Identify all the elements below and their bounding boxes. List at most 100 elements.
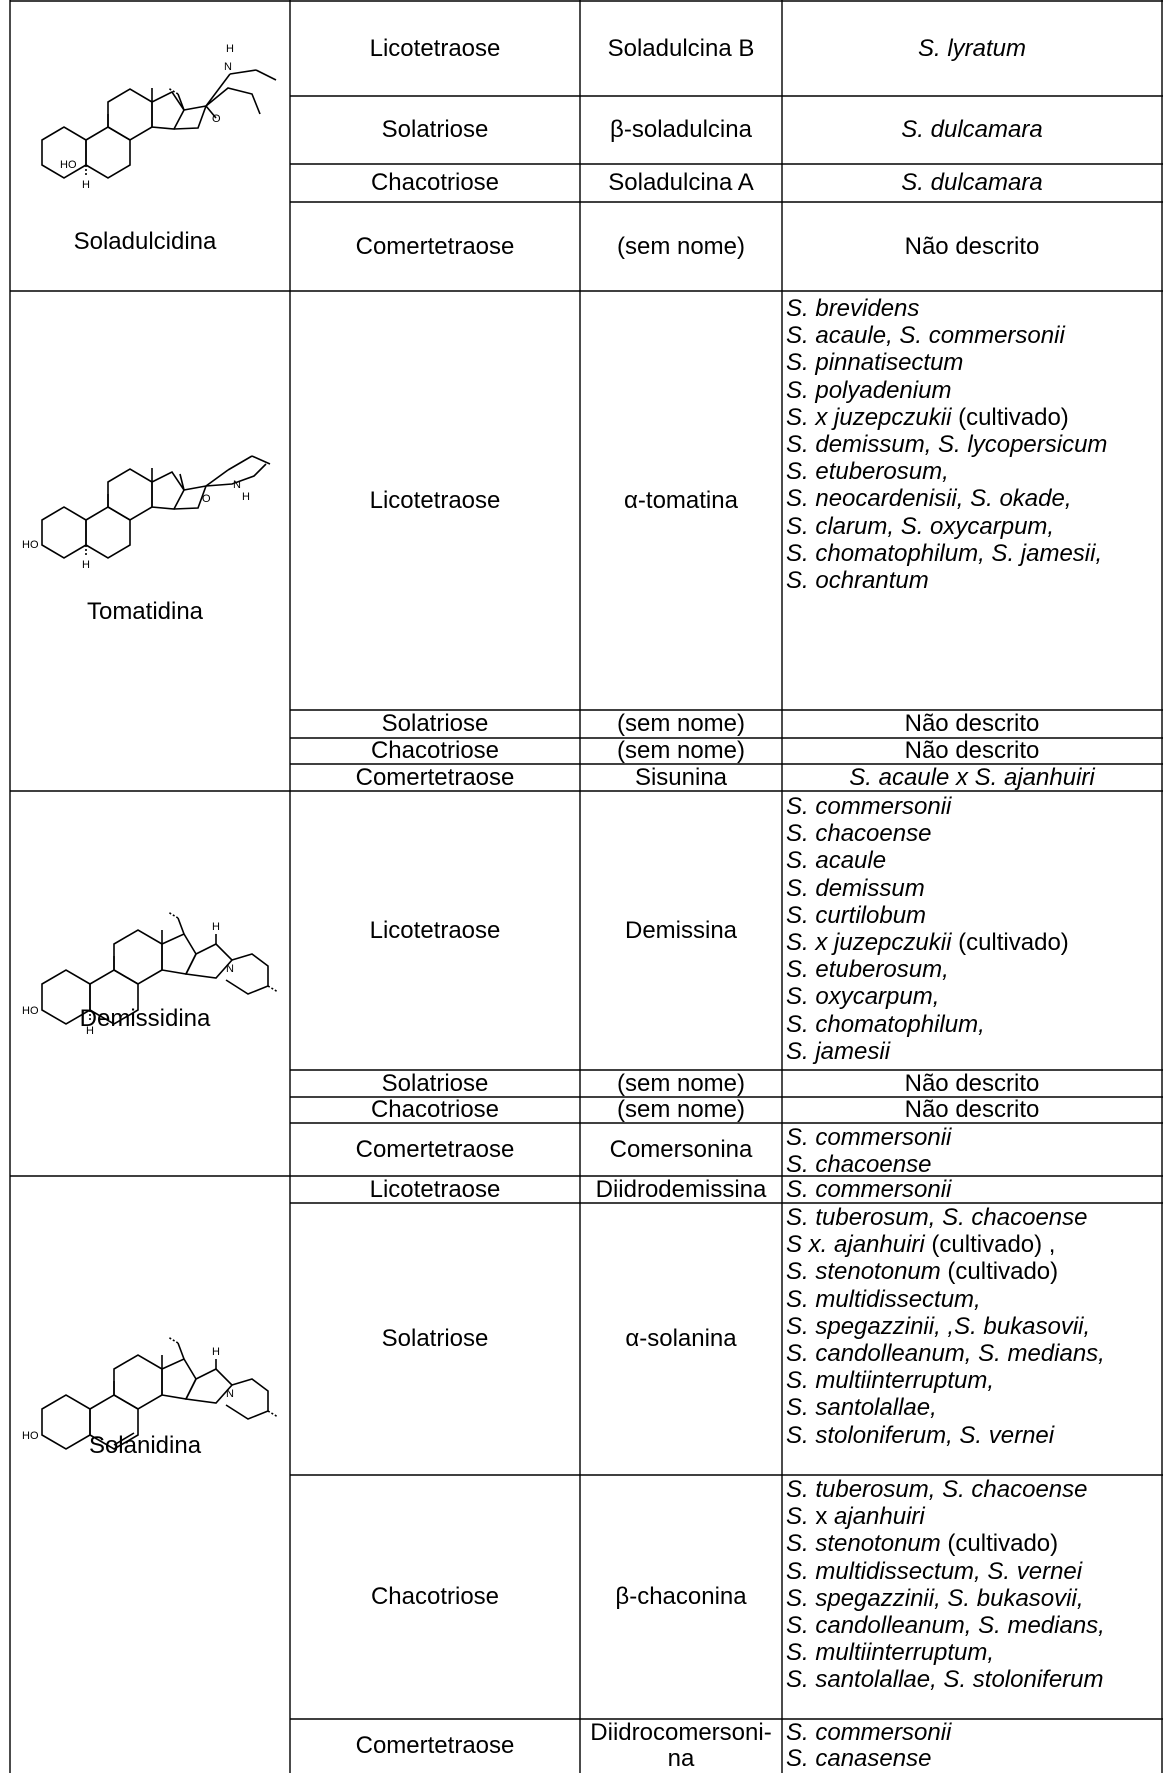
sugar-cell: Licotetraose — [369, 34, 501, 62]
species-cell: Não descrito — [904, 737, 1040, 764]
glycoalkaloid-cell: Comersonina — [609, 1135, 753, 1163]
species-line: S. x ajanhuiri — [786, 1503, 925, 1531]
species-line: S. jamesii — [786, 1037, 891, 1065]
species-cell: Não descrito — [904, 710, 1040, 737]
glycoalkaloid-line: na — [667, 1745, 695, 1772]
svg-text:HO: HO — [22, 1005, 39, 1017]
species-list: S. commersonii S. chacoense S. acaule S.… — [786, 793, 1162, 1065]
glycoalkaloid-cell: (sem nome) — [616, 710, 746, 737]
species-line: S. x juzepczukii (cultivado) — [786, 929, 1069, 957]
species-cell: S. dulcamara — [901, 116, 1043, 143]
demissidina-structure: HO H N H — [22, 911, 279, 1037]
species-line: S. multidissectum, — [786, 1285, 981, 1313]
glycoalkaloid-cell: β-soladulcina — [610, 116, 752, 143]
species-list: S. brevidens S. acaule, S. commersonii S… — [786, 295, 1162, 594]
species-cell: Não descrito — [904, 1096, 1040, 1123]
species-line: S. commersonii — [786, 1176, 952, 1203]
glycoalkaloid-cell: Soladulcina A — [608, 169, 754, 196]
glycoalkaloid-cell: β-chaconina — [615, 1583, 747, 1610]
sugar-cell: Solatriose — [381, 116, 489, 143]
sugar-cell: Licotetraose — [369, 1175, 501, 1203]
glycoalkaloid-cell: α-solanina — [625, 1325, 737, 1352]
sugar-cell: Chacotriose — [370, 1096, 500, 1123]
species-line: S. demissum, S. lycopersicum — [786, 431, 1108, 459]
species-line: S. commersonii — [786, 793, 952, 820]
species-line: S. acaule, S. commersonii — [786, 322, 1065, 350]
aglycone-label: Solanidina — [88, 1432, 202, 1459]
glycoalkaloid-cell: (sem nome) — [616, 737, 746, 764]
aglycone-label: Demissidina — [79, 1005, 211, 1032]
svg-text:N: N — [224, 61, 232, 73]
species-line: S. multiinterruptum, — [786, 1639, 995, 1667]
species-line: S. chomatophilum, S. jamesii, — [786, 539, 1103, 567]
species-line: S. candolleanum, S. medians, — [786, 1340, 1105, 1368]
species-line: S. chacoense — [786, 1151, 932, 1179]
species-line: S. clarum, S. oxycarpum, — [786, 512, 1055, 540]
sugar-cell: Comertetraose — [355, 1732, 515, 1759]
species-line: S. etuberosum, — [786, 458, 949, 486]
species-line: S. spegazzinii, ,S. bukasovii, — [786, 1312, 1091, 1340]
sugar-cell: Chacotriose — [370, 737, 500, 764]
species-cell: Não descrito — [904, 232, 1040, 260]
species-line: S. x juzepczukii (cultivado) — [786, 403, 1069, 431]
species-line: S. tuberosum, S. chacoense — [786, 1204, 1088, 1231]
sugar-cell: Comertetraose — [355, 1135, 515, 1163]
svg-text:H: H — [82, 179, 90, 191]
species-cell: S. lyratum — [917, 34, 1027, 62]
species-line: S. candolleanum, S. medians, — [786, 1612, 1105, 1640]
species-line: S. commersonii — [786, 1719, 952, 1746]
sugar-cell: Licotetraose — [369, 916, 501, 944]
sugar-cell: Chacotriose — [370, 1583, 500, 1610]
sugar-cell: Solatriose — [381, 1069, 489, 1097]
species-cell: S. acaule x S. ajanhuiri — [849, 763, 1095, 791]
sugar-cell: Licotetraose — [369, 486, 501, 514]
glycoalkaloid-cell: (sem nome) — [616, 1069, 746, 1097]
aglycone-label: Tomatidina — [86, 598, 204, 625]
species-line: S. curtilobum — [786, 901, 927, 929]
glycoalkaloid-cell: Diidrocomersoni- na — [580, 1719, 782, 1773]
sugar-cell: Comertetraose — [355, 763, 515, 791]
svg-text:HO: HO — [22, 539, 39, 551]
soladulcidina-structure: HO H O N H — [41, 43, 277, 191]
species-line: S. stenotonum (cultivado) — [786, 1530, 1059, 1558]
species-line: S. chacoense — [786, 820, 932, 848]
species-cell: Não descrito — [904, 1069, 1040, 1097]
tomatidina-structure: HO H O N H — [22, 455, 271, 571]
solanidina-structure: HO N H — [22, 1336, 279, 1450]
svg-text:H: H — [212, 1346, 220, 1358]
glycoalkaloid-cell: (sem nome) — [616, 1096, 746, 1123]
species-cell: S. dulcamara — [901, 169, 1043, 196]
species-line: S. santolallae, — [786, 1394, 937, 1422]
svg-text:H: H — [82, 559, 90, 571]
species-line: S. ochrantum — [786, 567, 929, 595]
glycoalkaloid-cell: Diidrodemissina — [595, 1175, 767, 1203]
species-line: S. canasense — [786, 1745, 932, 1772]
species-line: S. commersonii — [786, 1124, 952, 1151]
glycoalkaloid-cell: Demissina — [624, 916, 738, 944]
species-line: S. brevidens — [786, 295, 920, 322]
species-line: S. stenotonum (cultivado) — [786, 1258, 1059, 1286]
species-line: S x. ajanhuiri (cultivado) , — [786, 1231, 1056, 1259]
svg-text:H: H — [242, 491, 250, 503]
species-line: S. demissum — [786, 874, 925, 902]
svg-text:N: N — [226, 963, 234, 975]
sugar-cell: Comertetraose — [355, 232, 515, 260]
glycoalkaloid-line: Diidrocomersoni- — [590, 1719, 772, 1746]
svg-text:H: H — [226, 43, 234, 55]
species-line: S. etuberosum, — [786, 956, 949, 984]
glycoalkaloid-cell: Sisunina — [634, 763, 728, 791]
sugar-cell: Chacotriose — [370, 169, 500, 196]
svg-text:N: N — [233, 479, 241, 491]
species-line: S. polyadenium — [786, 376, 952, 404]
svg-text:N: N — [226, 1388, 234, 1400]
species-list: S. commersonii S. chacoense — [786, 1124, 1162, 1178]
species-line: S. multiinterruptum, — [786, 1367, 995, 1395]
svg-text:O: O — [212, 113, 221, 125]
svg-text:O: O — [202, 493, 211, 505]
species-line: S. oxycarpum, — [786, 983, 940, 1011]
glycoalkaloid-cell: (sem nome) — [616, 232, 746, 260]
sugar-cell: Solatriose — [381, 710, 489, 737]
species-line: S. santolallae, S. stoloniferum — [786, 1666, 1104, 1694]
species-line: S. acaule — [786, 847, 887, 875]
